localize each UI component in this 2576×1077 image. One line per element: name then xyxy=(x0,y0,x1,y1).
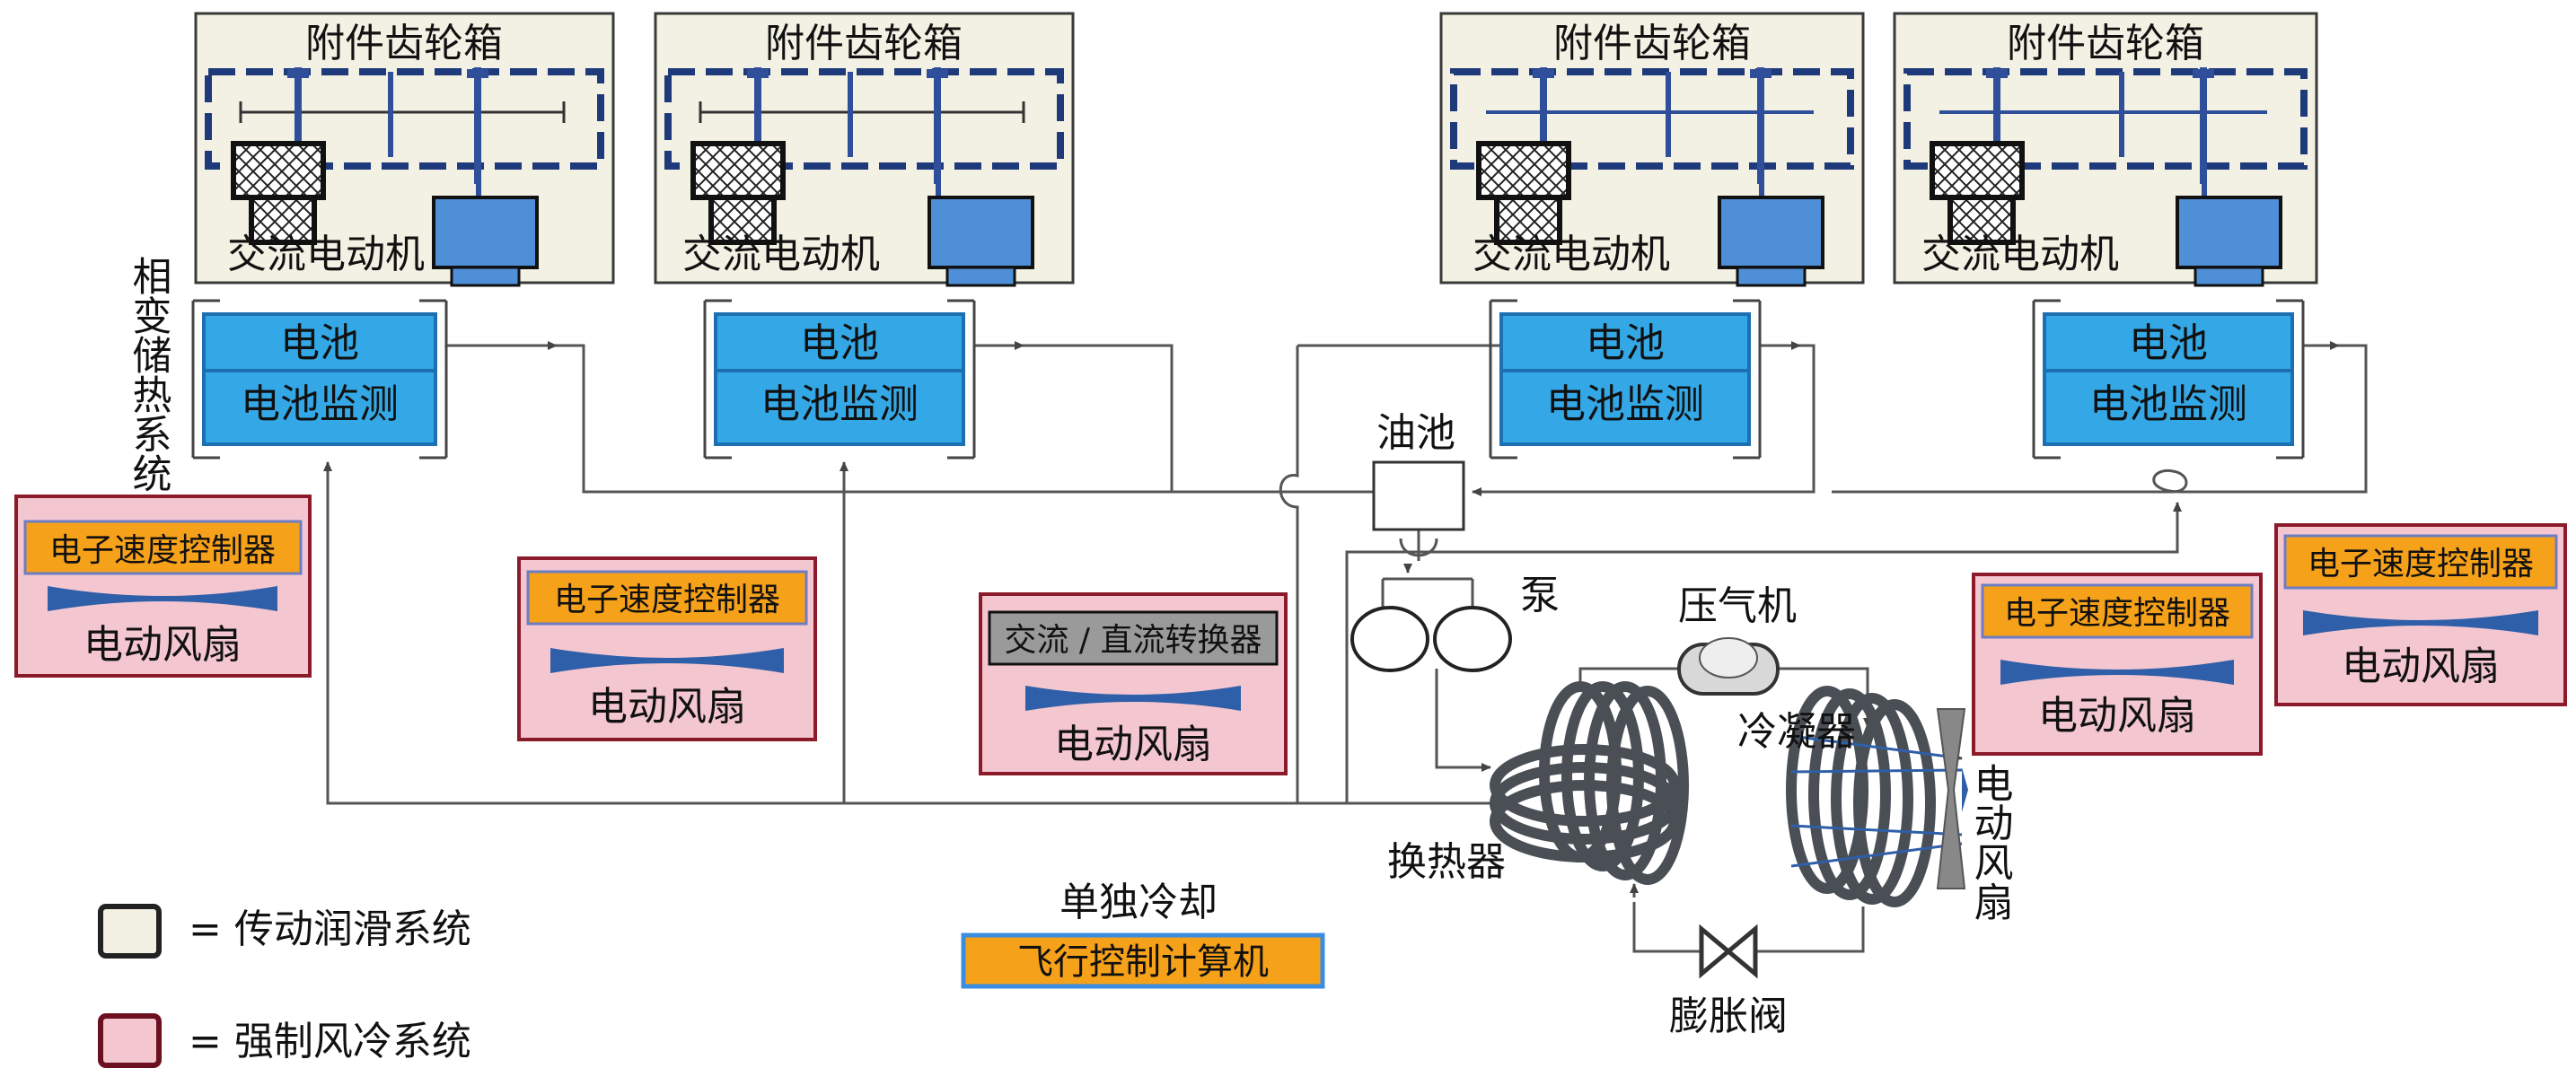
controller-label: 电子速度控制器 xyxy=(2004,595,2230,632)
compressor-label: 压气机 xyxy=(1678,583,1797,629)
expansion-valve: 膨胀阀 xyxy=(1669,924,1788,1039)
fan-blade-icon xyxy=(1025,686,1241,711)
battery-monitor-label: 电池监测 xyxy=(760,381,919,427)
converter-label: 交流 / 直流转换器 xyxy=(1004,622,1262,659)
heat-exchanger xyxy=(1490,681,1689,885)
motor-label: 交流电动机 xyxy=(1473,232,1670,277)
battery-unit-4: 电池 电池监测 xyxy=(2032,299,2305,460)
condenser-fan-label: 电动风扇 xyxy=(1967,763,2013,921)
battery-label: 电池 xyxy=(1586,320,1665,366)
separate-cooling: 单独冷却 飞行控制计算机 xyxy=(961,880,1325,989)
battery-unit-3: 电池 电池监测 xyxy=(1489,299,1762,460)
fan-blade-icon xyxy=(48,586,277,611)
gearbox-1: 附件齿轮箱 交流电动机 xyxy=(194,12,615,287)
condenser-label: 冷凝器 xyxy=(1737,709,1856,755)
gearbox-2: 附件齿轮箱 交流电动机 xyxy=(654,12,1075,287)
compressor: 压气机 xyxy=(1677,583,1797,696)
fan-label: 电动风扇 xyxy=(2038,693,2196,739)
gearbox-title: 附件齿轮箱 xyxy=(305,21,503,66)
coolant-lines xyxy=(323,341,2368,953)
fan-label: 电动风扇 xyxy=(588,684,746,730)
battery-monitor-label: 电池监测 xyxy=(241,381,399,427)
gearbox-title: 附件齿轮箱 xyxy=(765,21,963,66)
fan-label: 电动风扇 xyxy=(1054,722,1212,767)
fan-blade-icon xyxy=(2000,660,2234,685)
fan-blade-icon xyxy=(2303,610,2538,635)
condenser-airflow xyxy=(1790,734,1963,868)
condenser xyxy=(1786,686,1936,907)
motor-label: 交流电动机 xyxy=(227,232,425,277)
battery-monitor-label: 电池监测 xyxy=(2089,381,2247,427)
fan-unit-4: 电子速度控制器 电动风扇 xyxy=(1972,573,2263,756)
fan-blade-icon xyxy=(550,648,784,673)
motor-label: 交流电动机 xyxy=(1921,232,2119,277)
oil-tank: 油池 xyxy=(1372,410,1465,531)
motor-label: 交流电动机 xyxy=(682,232,880,277)
fan-unit-5: 电子速度控制器 电动风扇 xyxy=(2274,523,2567,706)
legend-label-fan: = 强制风冷系统 xyxy=(189,1019,471,1064)
legend: = 传动润滑系统 = 强制风冷系统 xyxy=(98,904,471,1068)
oil-tank-label: 油池 xyxy=(1376,410,1455,456)
legend-swatch-gearbox xyxy=(98,904,162,959)
fan-label: 电动风扇 xyxy=(2342,644,2500,689)
battery-label: 电池 xyxy=(800,320,879,366)
pump-label: 泵 xyxy=(1520,573,1560,618)
controller-label: 电子速度控制器 xyxy=(49,532,276,569)
fan-unit-3: 交流 / 直流转换器 电动风扇 xyxy=(979,592,1288,775)
fan-label: 电动风扇 xyxy=(84,622,242,668)
controller-label: 电子速度控制器 xyxy=(554,582,780,618)
heat-exchanger-label: 换热器 xyxy=(1387,839,1506,885)
fan-unit-2: 电子速度控制器 电动风扇 xyxy=(517,556,817,741)
controller-label: 电子速度控制器 xyxy=(2308,546,2534,582)
gearbox-4: 附件齿轮箱 交流电动机 xyxy=(1893,12,2318,287)
gearbox-title: 附件齿轮箱 xyxy=(1553,21,1751,66)
battery-monitor-label: 电池监测 xyxy=(1546,381,1704,427)
gearbox-3: 附件齿轮箱 交流电动机 xyxy=(1439,12,1865,287)
pcm-system-label: 相变储热系统 xyxy=(126,256,171,493)
legend-label-gearbox: = 传动润滑系统 xyxy=(189,906,471,952)
gearbox-title: 附件齿轮箱 xyxy=(2007,21,2204,66)
battery-unit-2: 电池 电池监测 xyxy=(703,299,976,460)
separate-cooling-label: 单独冷却 xyxy=(1059,880,1218,925)
expansion-valve-label: 膨胀阀 xyxy=(1669,994,1788,1039)
fan-unit-1: 电子速度控制器 电动风扇 xyxy=(14,495,312,678)
condenser-fan-icon xyxy=(1936,708,1968,889)
pump: 泵 xyxy=(1350,573,1560,672)
battery-unit-1: 电池 电池监测 xyxy=(191,299,448,460)
flight-control-computer-label: 飞行控制计算机 xyxy=(1017,941,1269,983)
legend-swatch-fan xyxy=(98,1013,162,1068)
battery-label: 电池 xyxy=(280,320,359,366)
battery-label: 电池 xyxy=(2129,320,2208,366)
